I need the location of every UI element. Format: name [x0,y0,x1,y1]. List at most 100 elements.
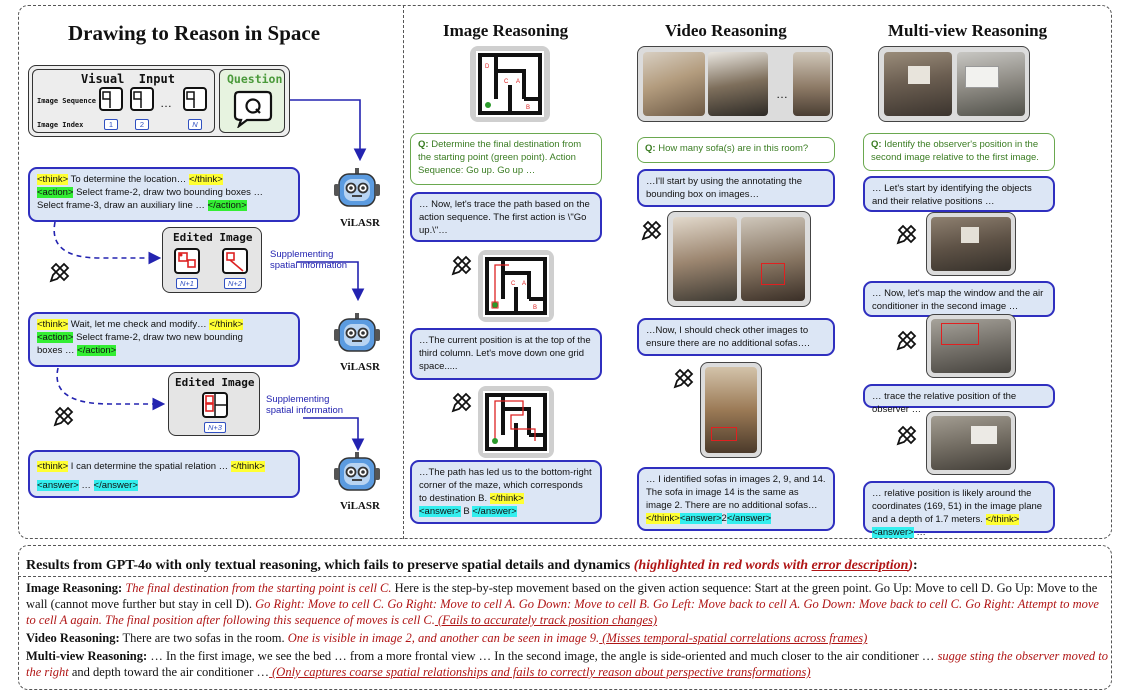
results-heading: Results from GPT-4o with only textual re… [26,558,1106,574]
video-frame-1 [643,52,705,116]
action-close-tag: </action> [207,200,247,211]
results-image-reasoning: Image Reasoning: The final destination f… [26,580,1108,628]
results-divider [18,576,1112,577]
supplement-line-1: Supplementing [266,394,330,405]
multiview-image-1 [884,52,952,116]
video-edited-frame-c [705,367,757,453]
answer-text: … [78,480,94,491]
think-text: Wait, let me check and modify… [68,319,210,330]
video-reasoning-step-2: …Now, I should check other images to ens… [637,318,835,356]
video-edited-frame-a [673,217,737,301]
result-label: Multi-view Reasoning: [26,649,148,663]
question-text: How many sofa(s) are in this room? [655,143,809,154]
multiview-reasoning-step-4: … relative position is likely around the… [863,481,1055,538]
window [908,66,930,84]
image-reasoning-step-2: …The current position is at the top of t… [410,328,602,380]
agent-name: ViLASR [340,361,380,373]
multiview-edited-image-3 [931,416,1011,470]
window [961,227,979,243]
answer-open-tag: <answer> [37,480,79,491]
multiview-edited-image-2 [931,319,1011,373]
maze-image-top: D C A B [470,46,550,122]
index-badge-2: 2 [135,119,149,130]
think-close-tag: </think> [985,514,1020,525]
agent-name: ViLASR [340,217,380,229]
maze-3-svg [483,391,549,453]
plain-text: Here is the step-by-step movement based … [26,581,1098,611]
video-frame-n [793,52,830,116]
q-label: Q: [871,139,882,150]
sofa-bbox [711,427,737,441]
image-index-label: Image Index [37,121,84,129]
answer-close-tag: </answer> [472,506,517,517]
pencil-ruler-icon [451,255,472,276]
left-title: Drawing to Reason in Space [68,21,321,45]
multiview-edited-3 [926,411,1016,475]
video-frame-2 [708,52,768,116]
maze-label-b: B [526,105,530,111]
video-ellipsis: … [776,87,788,101]
robot-icon [334,168,380,207]
index-badge-n: N [188,119,202,130]
multiview-edited-2 [926,314,1016,378]
input-frame-2-icon [130,87,154,111]
maze-label-a: A [522,281,526,287]
image-sequence-label: Image Sequence [37,97,97,105]
video-reasoning-step-1: …I'll start by using the annotating the … [637,169,835,207]
robot-icon [334,313,380,352]
answer-reasoning-text: … I identified sofas in images 2, 9, and… [646,474,826,511]
maze-2-svg: C A B [483,255,549,317]
pencil-ruler-icon [896,330,917,351]
robot-icon [334,452,380,491]
error-text: Go Right: Move to cell C. Go Right: Move… [26,597,1099,627]
video-reasoning-title: Video Reasoning [665,21,787,40]
multiview-edited-1 [926,212,1016,276]
image-reasoning-title: Image Reasoning [443,21,569,40]
plain-text: There are two sofas in the room. [119,631,285,645]
maze-label-a: A [516,79,520,85]
action-close-tag: </action> [77,345,117,356]
result-label: Video Reasoning: [26,631,120,645]
top-panel-divider [403,5,404,539]
think-close-tag: </think> [209,319,244,330]
answer-open-tag: <answer> [419,506,461,517]
edited-frame-c-icon [202,392,228,418]
video-edited-frame-b [741,217,805,301]
answer-close-tag: </answer> [726,513,772,524]
pencil-ruler-icon [641,220,662,241]
think-close-tag: </think> [188,174,223,185]
air-conditioner [965,66,999,88]
index-badge-n1: N+1 [176,278,198,289]
visual-input-label: Visual Input [81,72,175,86]
edited-image-box-2: Edited Image N+3 [168,372,260,436]
video-edited-frames [667,211,811,307]
supplement-line-2: spatial information [270,260,348,271]
action-text: Select frame-2, draw two new bounding [73,332,243,343]
image-question-bubble: Q: Determine the final destination from … [410,133,602,185]
multiview-reasoning-title: Multi-view Reasoning [888,21,1048,40]
action-text-cont: Select frame-3, draw an auxiliary line … [37,200,208,211]
error-text: The final destination from the starting … [122,581,392,595]
reasoning-step-1: <think> To determine the location… </thi… [28,167,300,222]
heading-red: (highlighted in red words with [633,558,812,573]
maze-label-c: C [511,281,516,287]
heading-colon: : [913,558,918,573]
maze-image-2: C A B [478,250,554,322]
action-open-tag: <action> [37,332,74,343]
q-label: Q: [645,143,656,154]
think-open-tag: <think> [37,461,69,472]
video-edited-frame-single [700,362,762,458]
multiview-image-2 [957,52,1025,116]
visual-input-box: Visual Input Image Sequence Image Index … [28,65,290,137]
multiview-input-frames [878,46,1030,122]
results-video-reasoning: Video Reasoning: There are two sofas in … [26,630,1108,646]
left-flow-connectors [53,99,367,452]
edited-frame-a-icon [174,248,200,274]
input-ellipsis: … [160,96,172,110]
supplement-line-2: spatial information [266,405,344,416]
index-badge-n2: N+2 [224,278,246,289]
ac-bbox [941,323,979,345]
reasoning-step-3: <think> I can determine the spatial rela… [28,450,300,498]
edited-image-label: Edited Image [173,231,253,244]
